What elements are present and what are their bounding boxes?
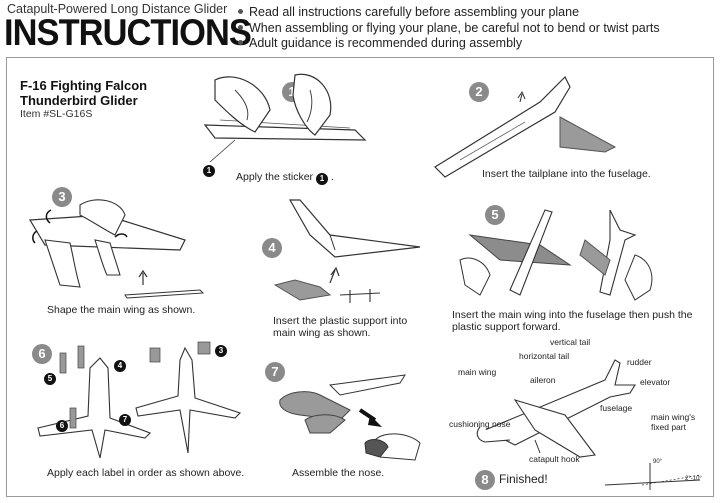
label-aileron: aileron xyxy=(530,375,556,385)
step-8-caption: Finished! xyxy=(499,472,548,486)
step-4-badge: 4 xyxy=(262,238,282,258)
step-4-caption: Insert the plastic support into main win… xyxy=(273,315,408,339)
step-6-caption: Apply each label in order as shown above… xyxy=(47,467,245,479)
step-5-caption: Insert the main wing into the fuselage t… xyxy=(452,309,693,333)
step-7-illustration xyxy=(279,374,421,461)
instruction-bullets: Read all instructions carefully before a… xyxy=(238,5,660,52)
label-main-wing-fixed-part: main wing's fixed part xyxy=(651,412,696,432)
step-6-illustration xyxy=(37,341,242,459)
step-7-caption: Assemble the nose. xyxy=(292,467,385,479)
label-cushioning-nose: cushioning nose xyxy=(449,419,511,429)
step-6-sticker-4: 4 xyxy=(114,360,126,372)
product-title: F-16 Fighting Falcon Thunderbird Glider xyxy=(20,78,148,108)
step-1-illustration xyxy=(203,73,367,163)
step-8-badge: 8 xyxy=(475,470,495,490)
instructions-frame xyxy=(6,57,714,497)
bullet-item: Adult guidance is recommended during ass… xyxy=(238,36,660,52)
step-2-caption: Insert the tailplane into the fuselage. xyxy=(482,168,651,180)
step-2-illustration xyxy=(434,75,617,178)
step-6-sticker-3: 3 xyxy=(215,345,227,357)
label-fuselage: fuselage xyxy=(600,403,633,413)
label-elevator: elevator xyxy=(640,377,671,387)
label-rudder: rudder xyxy=(627,357,652,367)
bullet-icon xyxy=(238,24,243,30)
label-catapult-hook: catapult hook xyxy=(529,454,580,464)
step-3-illustration xyxy=(28,199,205,299)
label-main-wing: main wing xyxy=(458,367,497,377)
bullet-icon xyxy=(238,40,243,46)
step-5-illustration xyxy=(459,209,653,301)
bullet-item: Read all instructions carefully before a… xyxy=(238,5,660,21)
header-subtitle: Catapult-Powered Long Distance Glider xyxy=(7,2,228,16)
step-3-badge: 3 xyxy=(52,187,72,207)
step-4-illustration xyxy=(273,199,421,303)
step-6-sticker-6: 6 xyxy=(56,420,68,432)
step-8-illustration xyxy=(476,359,636,458)
header-title: INSTRUCTIONS xyxy=(4,12,252,53)
bullet-icon xyxy=(238,9,243,15)
label-vertical-angle: 90° xyxy=(653,459,663,465)
label-vertical-tail: vertical tail xyxy=(550,337,591,347)
dihedral-angle-diagram xyxy=(604,463,701,490)
step-2-badge: 2 xyxy=(469,82,489,102)
step-5-badge: 5 xyxy=(485,205,505,225)
bullet-item: When assembling or flying your plane, be… xyxy=(238,21,660,37)
step-1-caption-sticker-marker: 1 xyxy=(315,173,328,185)
step-6-badge: 6 xyxy=(32,344,52,364)
step-6-sticker-5: 5 xyxy=(44,373,56,385)
label-dihedral-angle: 2°-10° xyxy=(685,476,702,482)
step-1-caption: Apply the sticker 1 . xyxy=(236,171,334,185)
label-horizontal-tail: horizontal tail xyxy=(519,351,570,361)
step-3-caption: Shape the main wing as shown. xyxy=(47,304,196,316)
step-1-sticker-marker: 1 xyxy=(203,165,215,177)
product-item-number: Item #SL-G16S xyxy=(20,108,93,120)
step-6-sticker-7: 7 xyxy=(119,414,131,426)
step-7-badge: 7 xyxy=(265,362,285,382)
